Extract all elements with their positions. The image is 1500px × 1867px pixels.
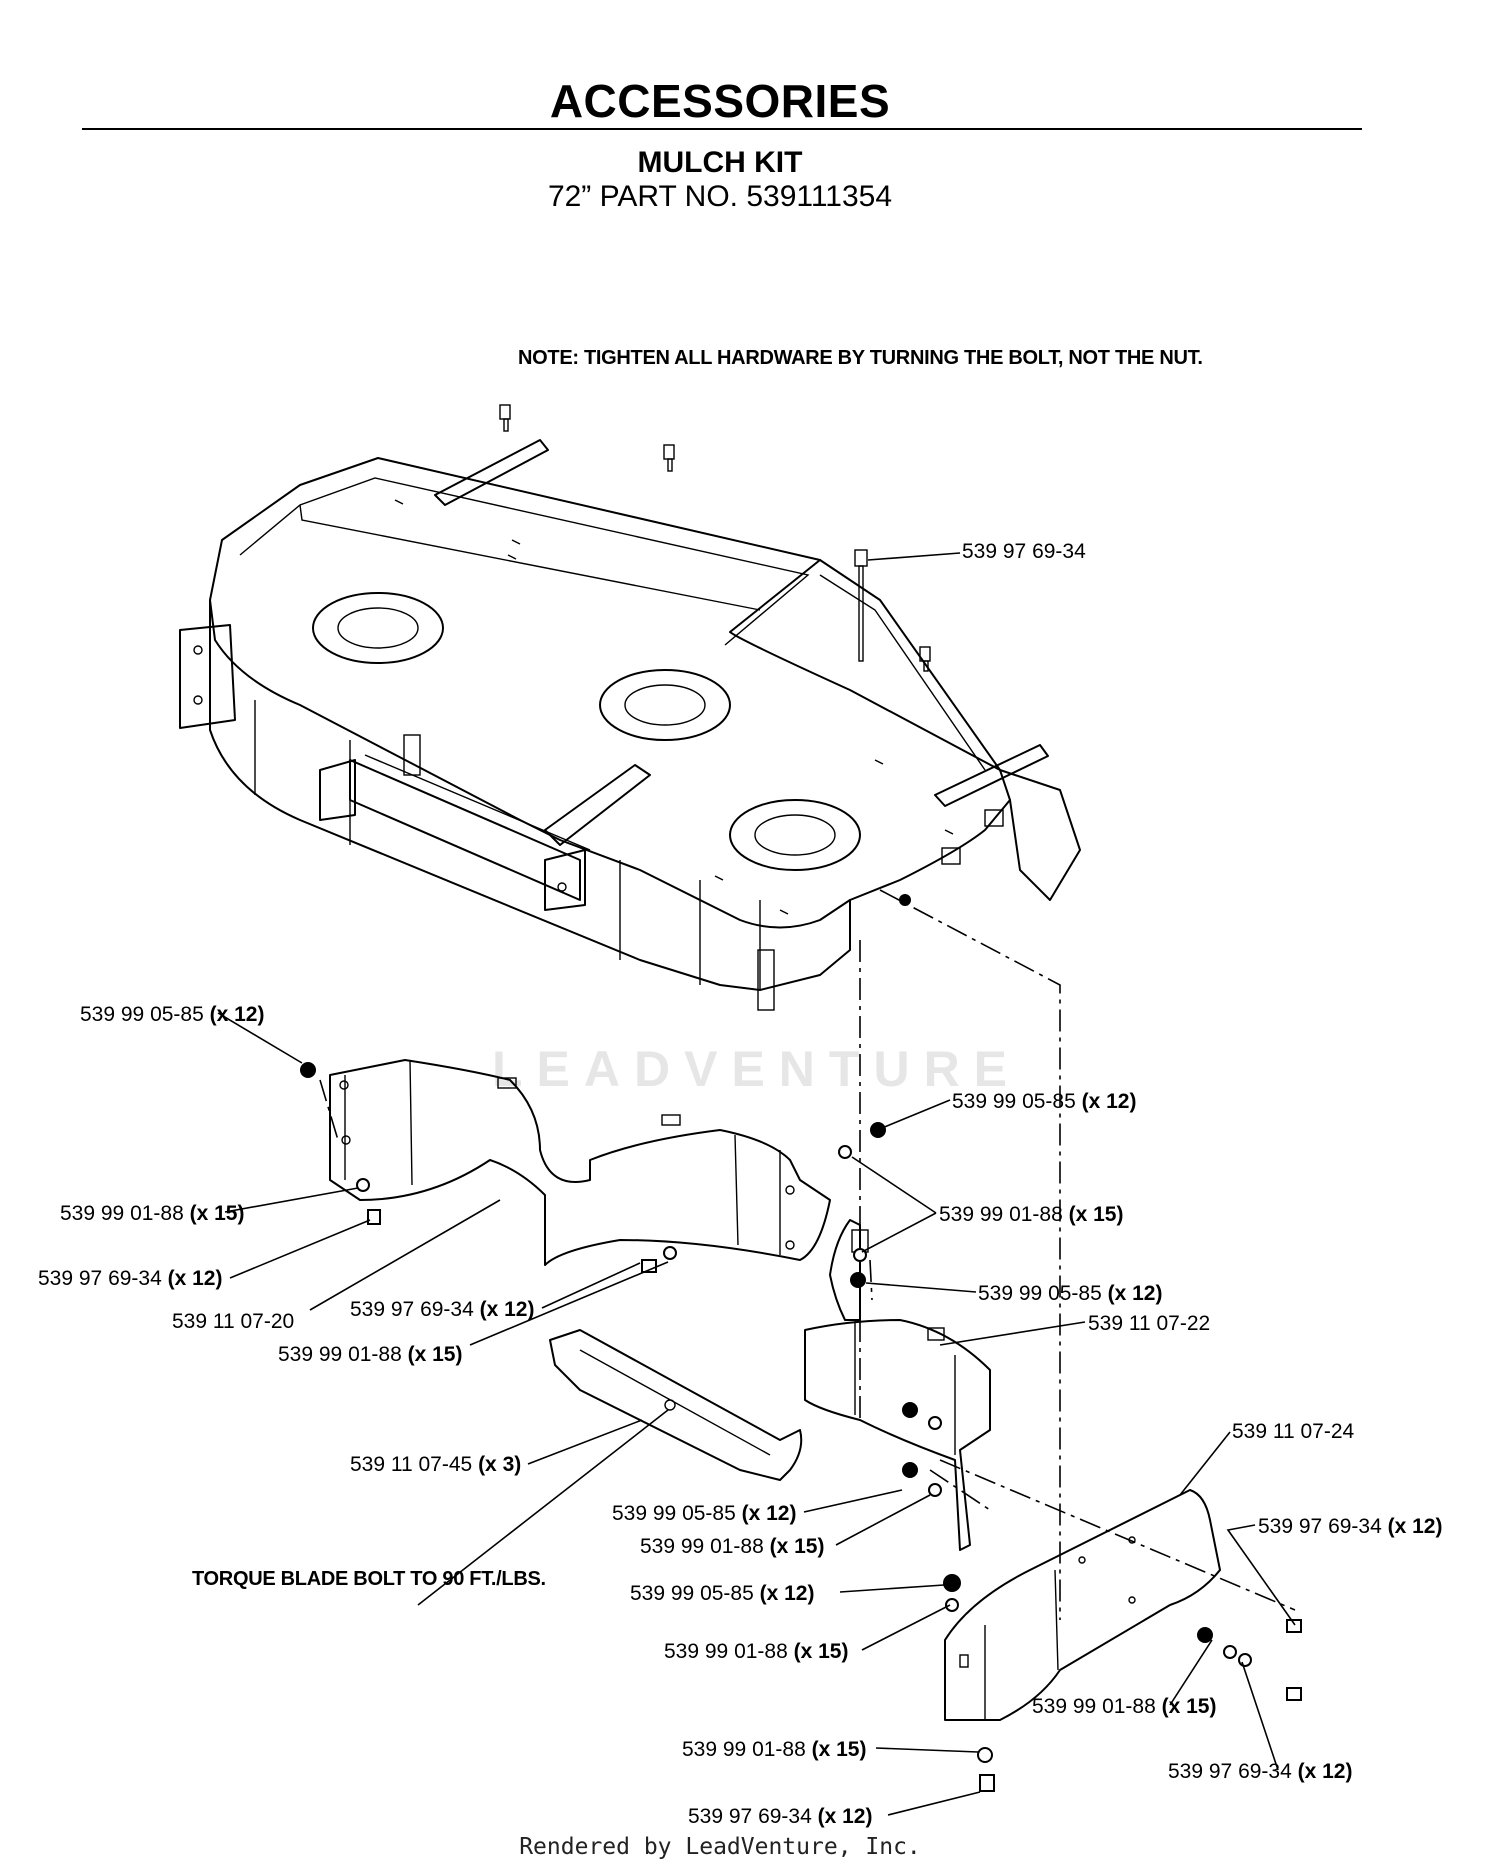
- callout-label: 539 99 01-88 (x 15): [278, 1343, 463, 1366]
- callout-label: 539 99 05-85 (x 12): [952, 1090, 1137, 1113]
- callout-leader-lines: [217, 552, 1296, 1816]
- mower-deck: [179, 439, 1081, 1011]
- blade-539-11-07-45: [549, 1329, 803, 1481]
- kit-part-number: 72” PART NO. 539111354: [547, 180, 893, 213]
- footer-credit: Rendered by LeadVenture, Inc.: [519, 1834, 921, 1860]
- callout-label: 539 99 05-85 (x 12): [978, 1282, 1163, 1305]
- callout-label: 539 11 07-20: [172, 1310, 295, 1333]
- deck-top-bolts: [499, 404, 931, 672]
- baffle-539-11-07-20: [329, 1059, 831, 1266]
- callout-label: 539 97 69-34 (x 12): [38, 1267, 223, 1290]
- callout-label: 539 99 01-88 (x 15): [664, 1640, 849, 1663]
- callout-label: 539 99 01-88 (x 15): [1032, 1695, 1217, 1718]
- callout-label: 539 97 69-34 (x 12): [1258, 1515, 1443, 1538]
- hardware-nuts-bolts: [300, 1062, 1302, 1792]
- callout-label: 539 99 05-85 (x 12): [80, 1003, 265, 1026]
- callout-label: 539 97 69-34 (x 12): [688, 1805, 873, 1828]
- callout-label: 539 11 07-24: [1232, 1420, 1355, 1443]
- callout-label: 539 97 69-34 (x 12): [1168, 1760, 1353, 1783]
- page-title: ACCESSORIES: [549, 75, 891, 127]
- baffle-539-11-07-24: [944, 1489, 1221, 1721]
- callout-label: 539 99 05-85 (x 12): [630, 1582, 815, 1605]
- callout-label: 539 11 07-45 (x 3): [350, 1453, 522, 1476]
- callout-label: 539 99 01-88 (x 15): [60, 1202, 245, 1225]
- watermark-text: LEADVENTURE: [492, 1041, 1022, 1097]
- callout-label: 539 97 69-34: [962, 540, 1086, 563]
- callout-label: 539 99 01-88 (x 15): [682, 1738, 867, 1761]
- title-rule: [82, 128, 1362, 130]
- torque-note: TORQUE BLADE BOLT TO 90 FT./LBS.: [192, 1568, 546, 1590]
- callout-label: 539 99 01-88 (x 15): [939, 1203, 1124, 1226]
- hardware-note: NOTE: TIGHTEN ALL HARDWARE BY TURNING TH…: [518, 347, 1203, 369]
- callout-label: 539 11 07-22: [1088, 1312, 1211, 1335]
- callout-label: 539 99 05-85 (x 12): [612, 1502, 797, 1525]
- kit-name: MULCH KIT: [637, 146, 803, 179]
- callout-label: 539 97 69-34 (x 12): [350, 1298, 535, 1321]
- assembly-center-lines: [319, 889, 1296, 1620]
- callout-label: 539 99 01-88 (x 15): [640, 1535, 825, 1558]
- baffle-539-11-07-22: [804, 1219, 991, 1551]
